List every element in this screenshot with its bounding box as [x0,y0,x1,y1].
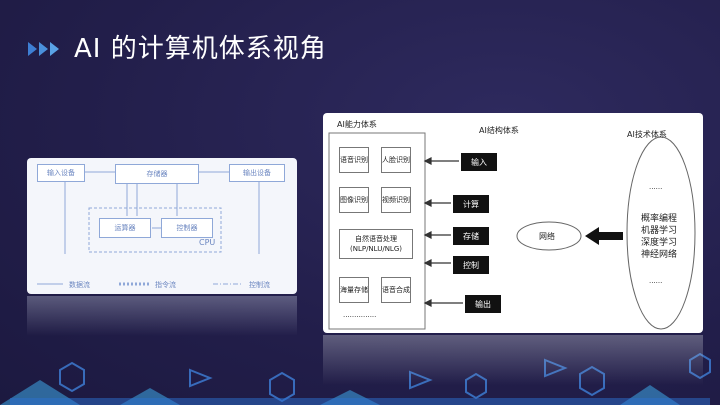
ability-speech-synthesis: 语音合成 [381,277,411,303]
architecture-connectors [37,171,260,286]
tech-title: AI技术体系 [627,130,667,139]
right-panel-reflection [323,335,703,385]
ability-mass-storage: 海量存储 [339,277,369,303]
structure-output: 输出 [465,295,501,313]
tech-probabilistic-programming: 概率编程 [641,214,678,224]
ability-video-recognition: 视频识别 [381,187,411,213]
computer-architecture-diagram: 输入设备 存储器 输出设备 运算器 控制器 CPU 数据流 指令流 控制流 [27,158,297,294]
tech-deep-learning: 深度学习 [641,238,678,248]
controller-box: 控制器 [161,218,213,238]
structure-storage: 存储 [453,227,489,245]
input-device-box: 输入设备 [37,164,85,182]
tech-neural-network: 神经网络 [641,250,678,260]
ability-face-recognition: 人脸识别 [381,147,411,173]
memory-box: 存储器 [115,164,199,184]
tech-machine-learning: 机器学习 [641,226,678,236]
title-arrows-icon [28,42,59,56]
left-panel-reflection [27,296,297,336]
ability-more: ............... [343,311,377,319]
network-label: 网络 [539,232,555,241]
output-device-box: 输出设备 [229,164,285,182]
legend-data-flow: 数据流 [69,281,90,289]
cpu-label: CPU [199,238,216,247]
ability-nlp-sub: (NLP/NLU/NLG) [349,245,402,253]
ability-speech-recognition: 语音识别 [339,147,369,173]
legend-instruction-flow: 指令流 [155,281,176,289]
structure-compute: 计算 [453,195,489,213]
ability-image-recognition: 图像识别 [339,187,369,213]
ability-title: AI能力体系 [337,120,377,129]
structure-title: AI结构体系 [479,126,519,135]
ai-system-diagram: AI能力体系 AI结构体系 AI技术体系 语音识别 人脸识别 图像识别 视频识别… [323,113,703,333]
page-title: AI 的计算机体系视角 [74,34,327,64]
ability-nlp-label: 自然语音处理 [355,235,397,243]
tech-dots-top: ...... [649,183,663,191]
ai-diagram-connectors [328,132,696,330]
tech-dots-bottom: ...... [649,277,663,285]
structure-input: 输入 [461,153,497,171]
ability-nlp: 自然语音处理 (NLP/NLU/NLG) [339,229,413,259]
legend-control-flow: 控制流 [249,281,270,289]
alu-box: 运算器 [99,218,151,238]
structure-control: 控制 [453,256,489,274]
